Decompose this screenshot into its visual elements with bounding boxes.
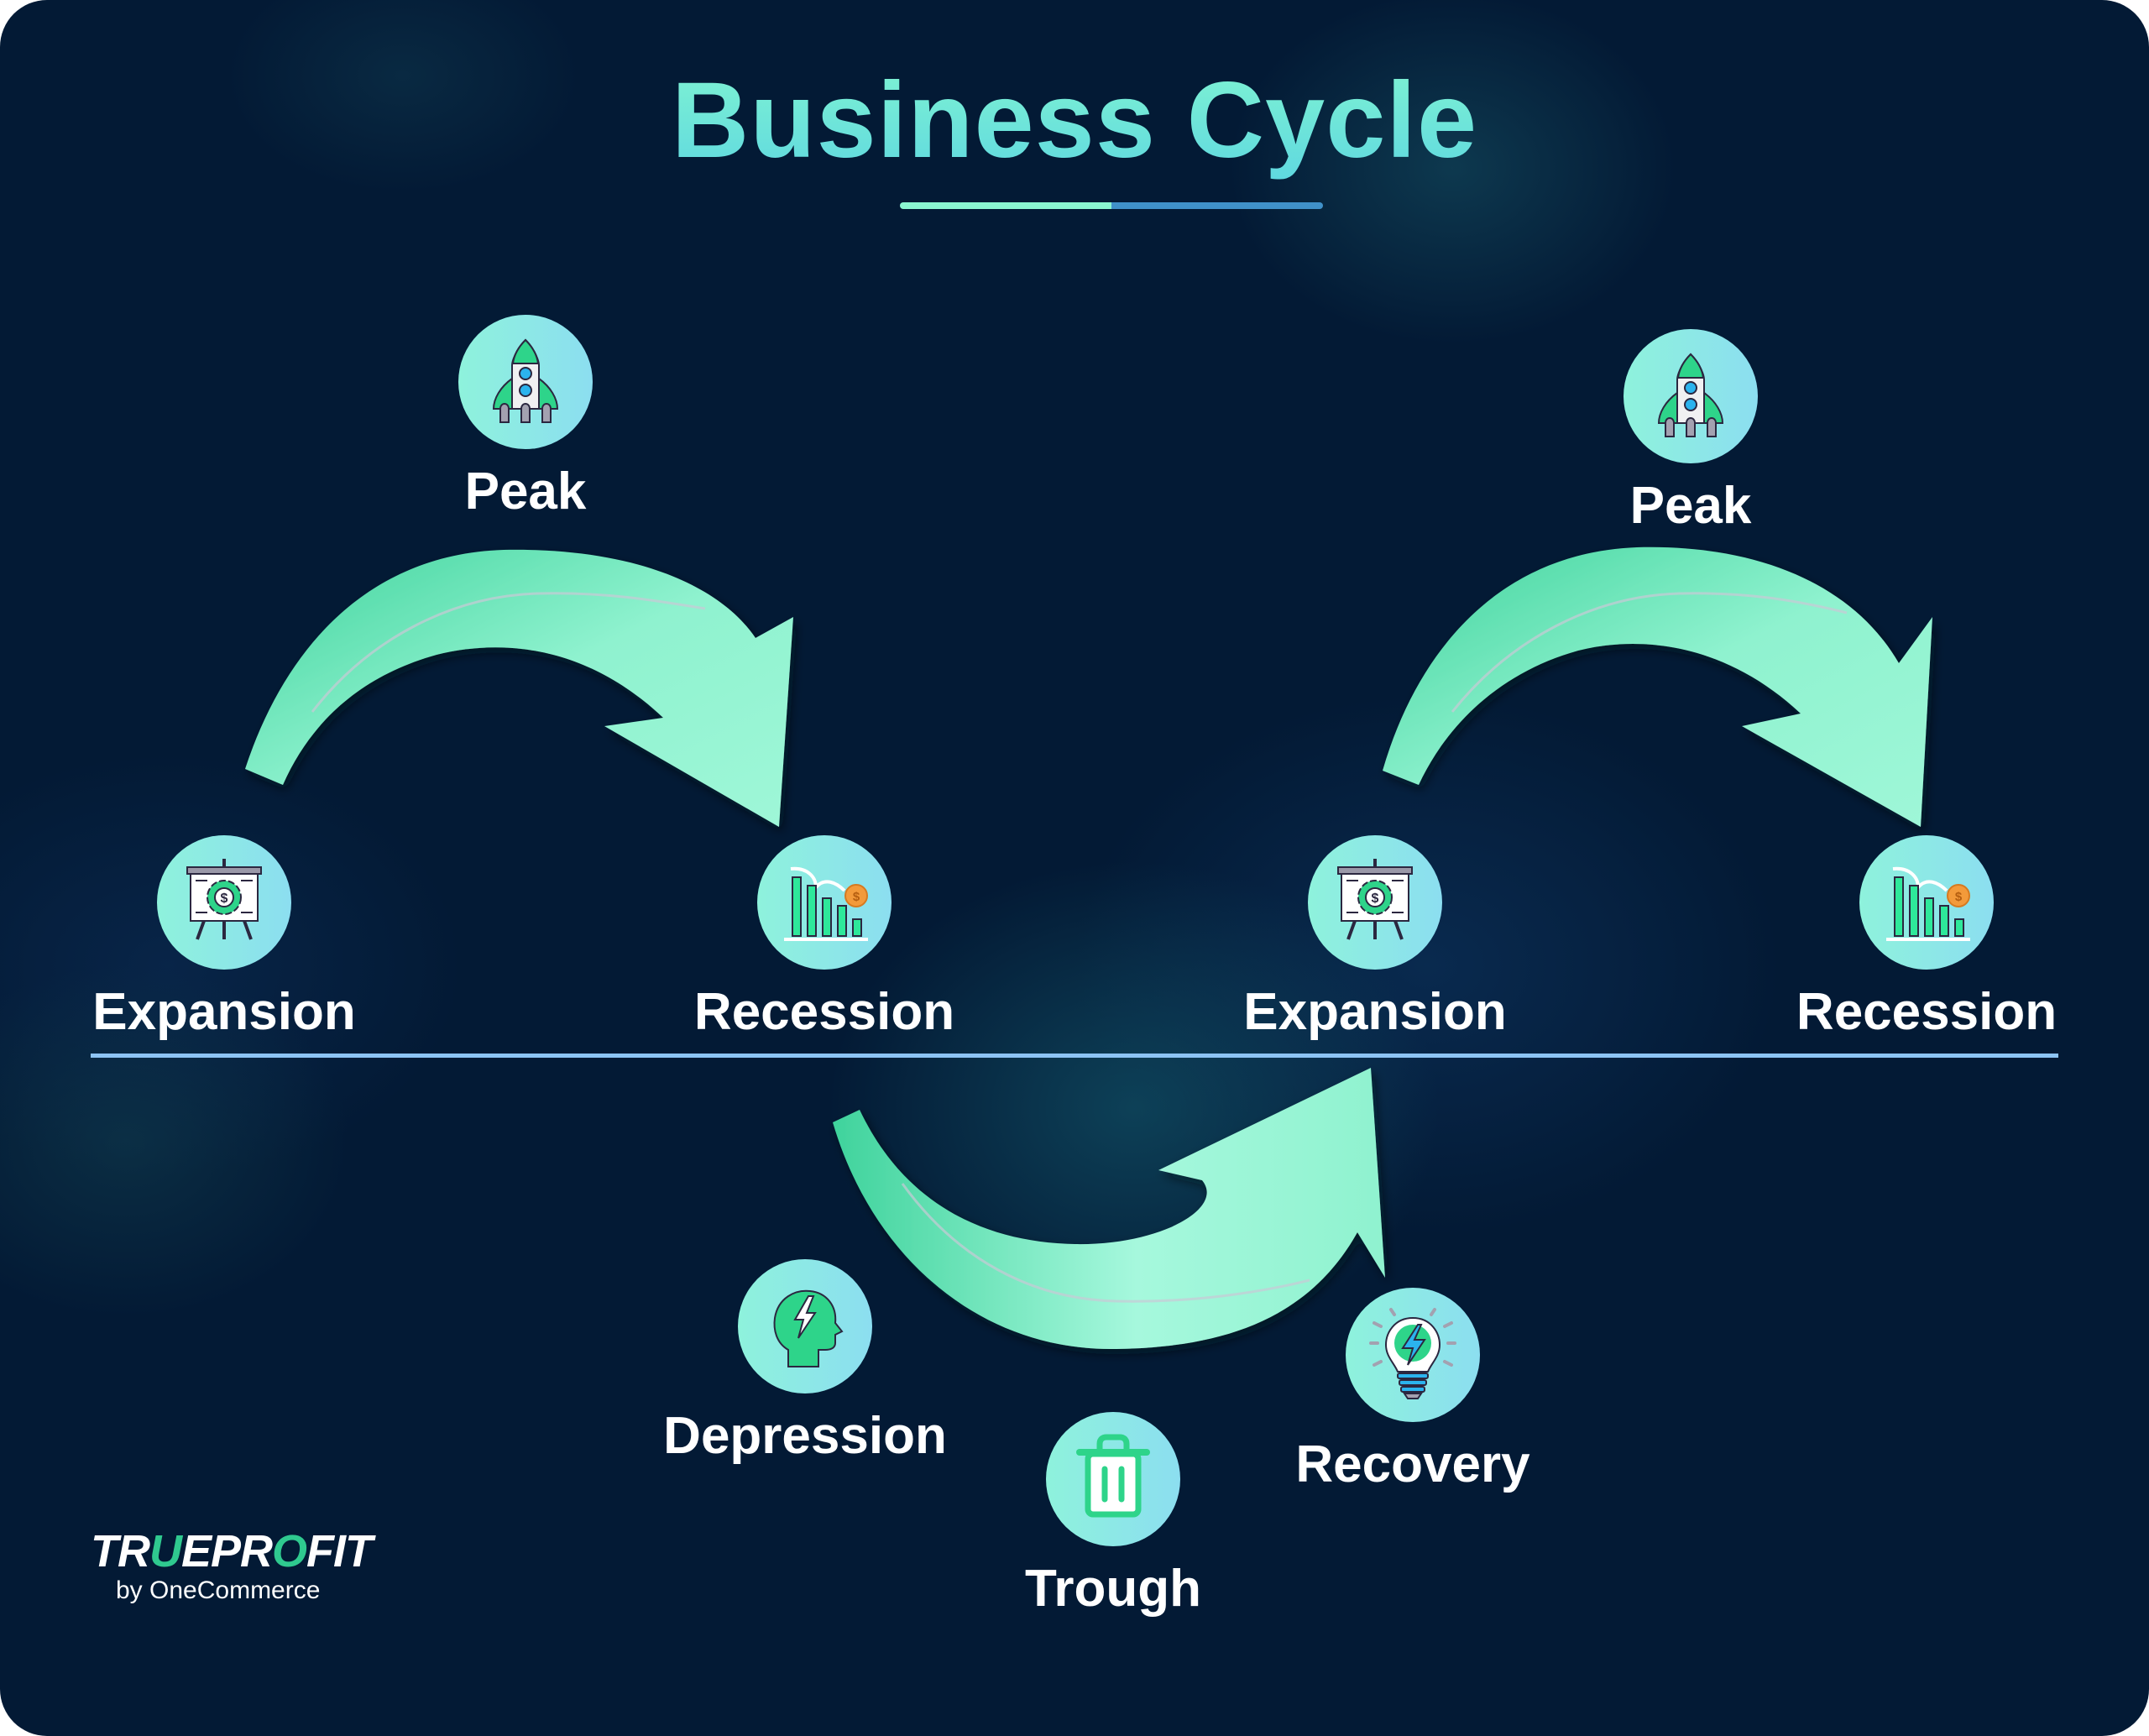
- logo-text-part: TR: [91, 1526, 150, 1577]
- stage-label: Peak: [1629, 477, 1752, 535]
- head-lightning-icon: [773, 1289, 844, 1367]
- underline-segment-blue: [1111, 202, 1323, 209]
- arrow-depression-to-expansion: [833, 1068, 1385, 1350]
- logo-text-part: EPR: [180, 1526, 273, 1577]
- stage-label: Recession: [693, 983, 955, 1041]
- rocket-icon: [492, 338, 559, 423]
- arrow-expansion-to-recession-1: [245, 549, 793, 827]
- svg-text:$: $: [853, 890, 860, 904]
- logo-coin-o: O: [272, 1526, 307, 1577]
- logo-arrow-u: U: [149, 1526, 182, 1577]
- logo-wordmark: TRUEPROFIT: [91, 1526, 373, 1577]
- page-title: Business Cycle: [0, 59, 2149, 182]
- svg-text:$: $: [221, 892, 228, 906]
- arrow-fold-highlight-1: [311, 592, 706, 713]
- rocket-icon: [1657, 353, 1724, 437]
- icon-circle: [1624, 329, 1758, 463]
- stage-label: Recession: [1796, 983, 2057, 1041]
- icon-circle: $: [757, 835, 891, 970]
- icon-circle: [458, 315, 593, 449]
- trash-bin-icon: [1076, 1434, 1150, 1518]
- stage-label: Expansion: [1243, 983, 1507, 1041]
- icon-circle: [1046, 1412, 1180, 1546]
- svg-text:$: $: [1955, 890, 1963, 904]
- lightbulb-bolt-icon: [1369, 1308, 1456, 1399]
- arrow-fold-highlight-2: [901, 1183, 1310, 1303]
- arrow-fold-highlight-3: [1451, 592, 1848, 713]
- logo-byline: by OneCommerce: [116, 1577, 321, 1604]
- falling-bar-chart-coin-icon: $: [784, 866, 868, 941]
- svg-text:$: $: [1372, 892, 1379, 906]
- stage-label: Trough: [1024, 1560, 1202, 1618]
- stage-label: Peak: [464, 463, 587, 520]
- underline-segment-green: [900, 202, 1111, 209]
- stage-label: Expansion: [92, 983, 356, 1041]
- stage-label: Depression: [663, 1407, 947, 1465]
- icon-circle: $: [157, 835, 291, 970]
- trueprofit-logo: TRUEPROFIT by OneCommerce: [91, 1526, 373, 1605]
- stage-label: Recovery: [1295, 1435, 1530, 1493]
- presentation-gear-dollar-icon: $: [1337, 859, 1413, 940]
- logo-text-part: FIT: [306, 1526, 373, 1577]
- falling-bar-chart-coin-icon: $: [1886, 866, 1970, 941]
- title-underline: [900, 202, 1323, 209]
- icon-circle: $: [1859, 835, 1994, 970]
- baseline-axis: [91, 1054, 2058, 1058]
- icon-circle: $: [1308, 835, 1442, 970]
- presentation-gear-dollar-icon: $: [186, 859, 262, 940]
- icon-circle: [1346, 1288, 1480, 1422]
- arrow-expansion-to-recession-2: [1383, 546, 1932, 827]
- icon-circle: [738, 1259, 872, 1394]
